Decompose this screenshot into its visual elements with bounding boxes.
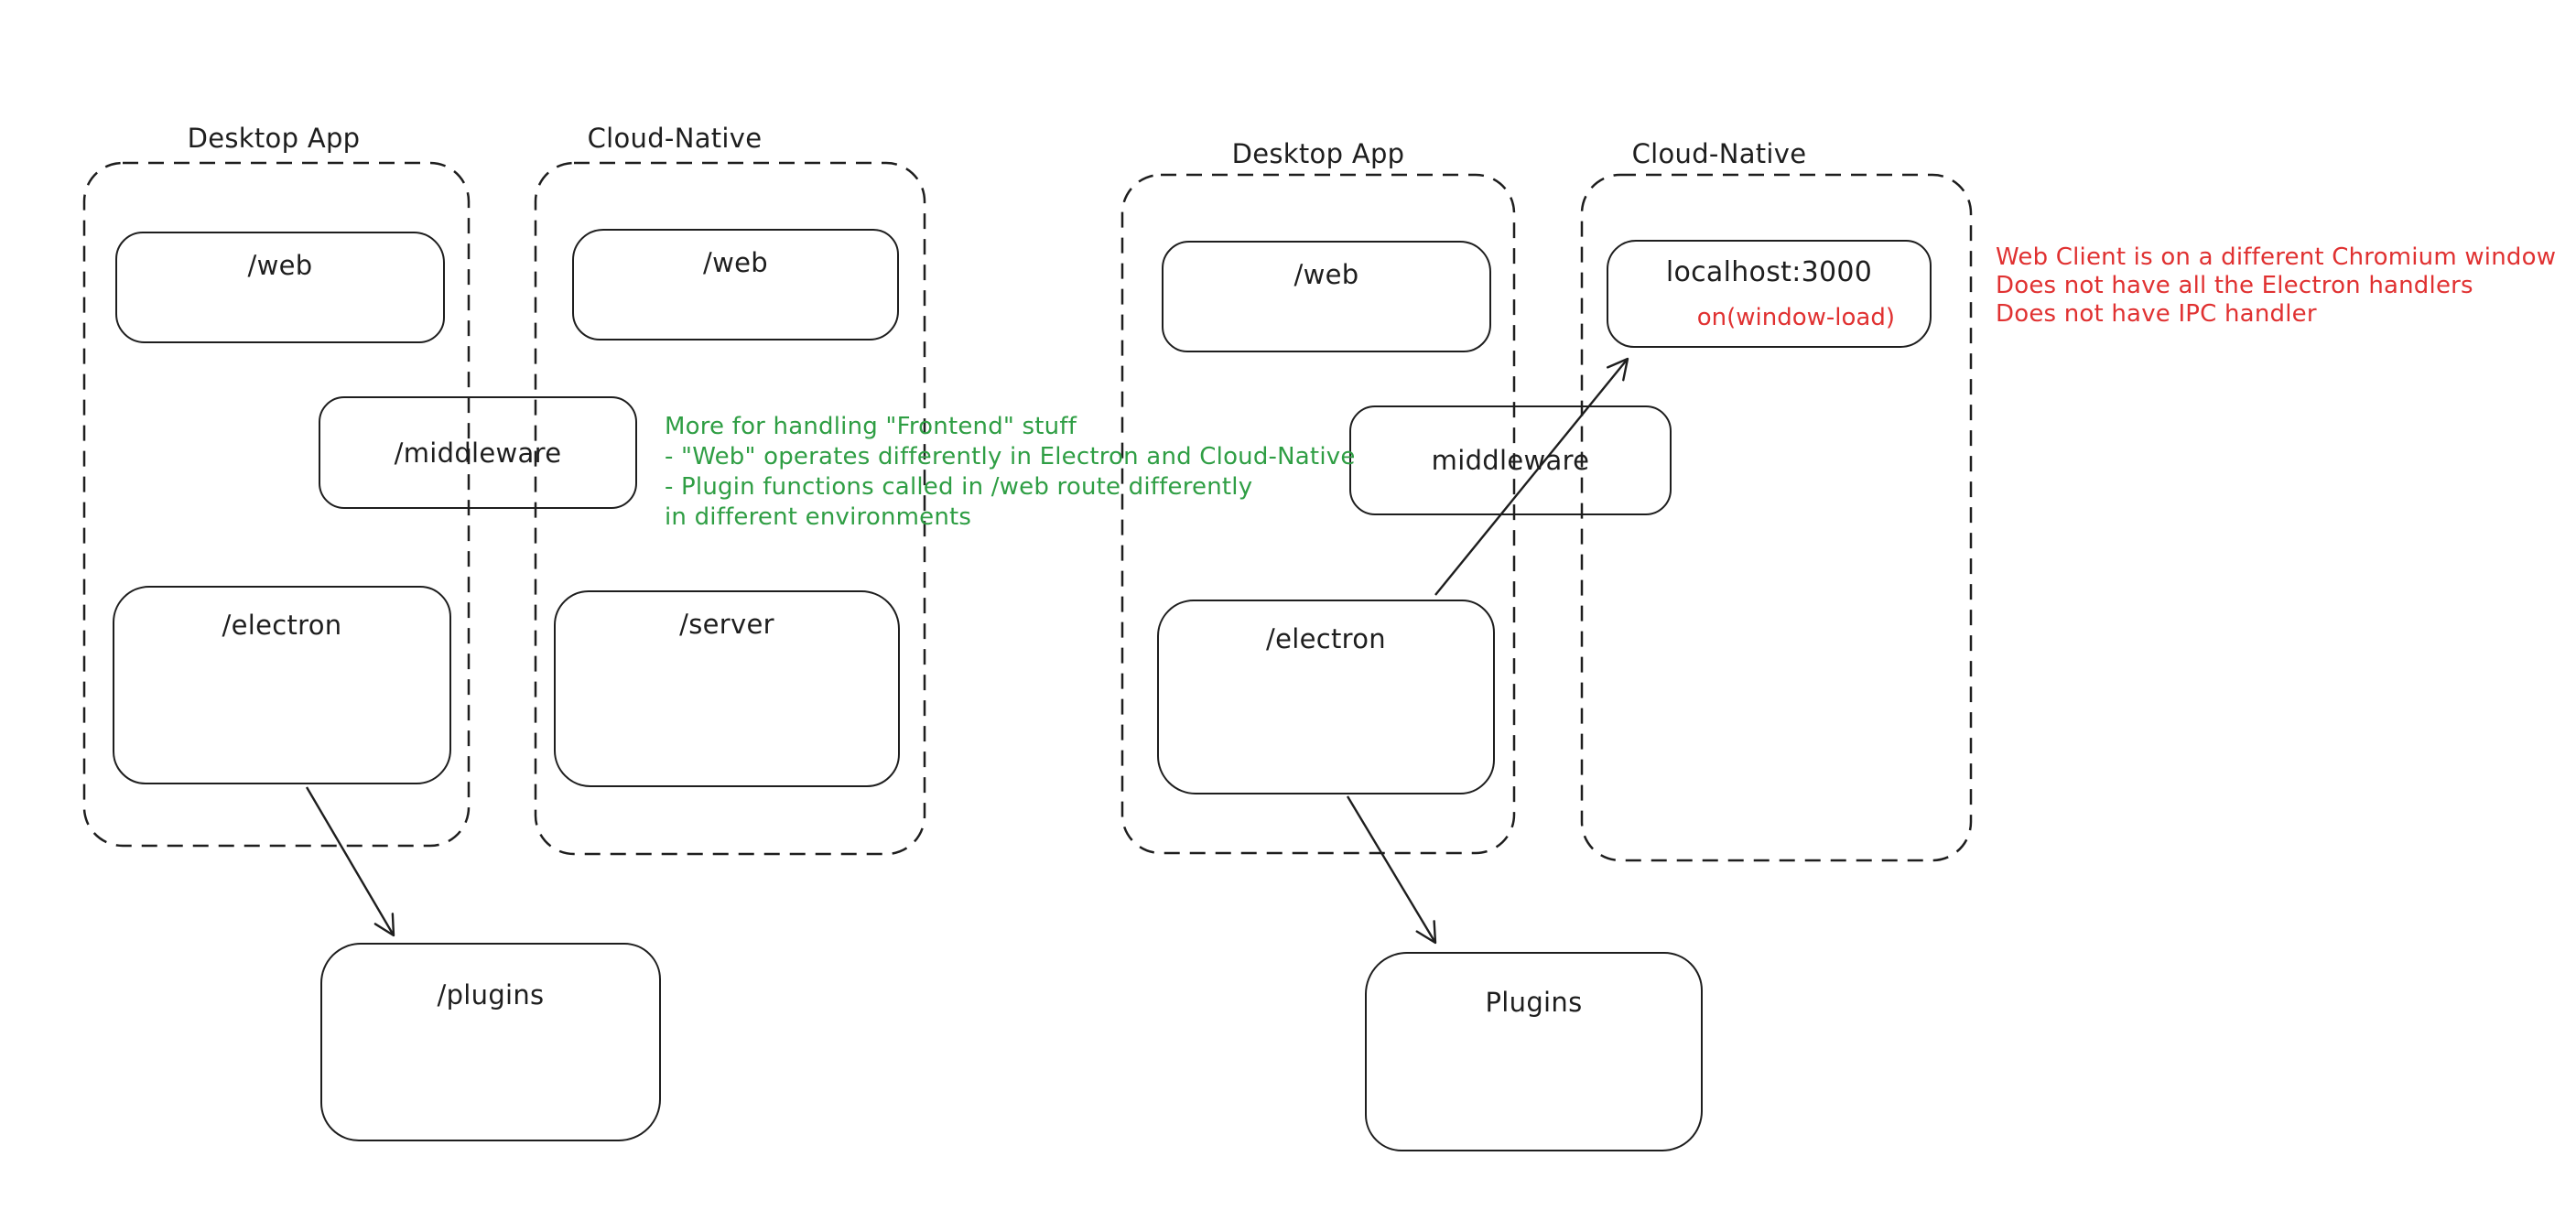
red-note-line-2: Does not have all the Electron handlers [1996,272,2473,299]
arrow-right-electron-to-plugins [1346,795,1437,945]
node-left-server-label: /server [679,609,774,640]
node-right-web: /web [1162,241,1491,352]
left-desktop-app-title: Desktop App [187,123,361,154]
red-note-line-3: Does not have IPC handler [1996,300,2317,328]
node-right-plugins-label: Plugins [1485,987,1583,1018]
node-left-electron: /electron [113,586,451,784]
node-right-plugins: Plugins [1365,952,1703,1151]
node-left-plugins: /plugins [320,943,661,1141]
on-window-load-label: on(window-load) [1696,304,1895,331]
node-right-middleware-label: middleware [1431,445,1590,476]
left-cloud-native-title: Cloud-Native [587,123,763,154]
node-left-web-desktop-label: /web [247,250,313,281]
green-note-line-4: in different environments [665,503,972,531]
container-left-desktop-app [82,161,471,848]
node-left-web-cloud: /web [572,229,899,340]
node-left-middleware: /middleware [319,396,637,509]
red-note-line-1: Web Client is on a different Chromium wi… [1996,243,2557,271]
node-right-localhost-label: localhost:3000 [1665,256,1873,288]
right-desktop-app-title: Desktop App [1231,138,1405,169]
node-left-web-cloud-label: /web [703,247,768,278]
arrow-left-electron-to-plugins [305,786,395,937]
node-right-middleware: middleware [1349,405,1672,515]
green-note-line-3: - Plugin functions called in /web route … [665,473,1253,501]
node-right-localhost: localhost:3000 on(window-load) [1607,240,1932,348]
arrow-right-electron-to-localhost [1434,357,1629,596]
green-note-line-2: - "Web" operates differently in Electron… [665,443,1356,470]
red-note: Web Client is on a different Chromium wi… [1996,243,2556,329]
node-left-electron-label: /electron [222,610,342,641]
green-note-line-1: More for handling "Frontend" stuff [665,413,1077,440]
node-left-middleware-label: /middleware [394,437,562,469]
node-right-electron-label: /electron [1266,623,1386,654]
right-cloud-native-title: Cloud-Native [1631,138,1807,169]
node-right-electron: /electron [1157,600,1495,794]
node-left-web-desktop: /web [115,232,445,343]
node-left-plugins-label: /plugins [437,979,545,1010]
green-note: More for handling "Frontend" stuff - "We… [665,412,1356,533]
node-left-server: /server [554,590,900,787]
node-right-web-label: /web [1293,259,1359,290]
container-right-cloud-native [1580,173,1973,862]
